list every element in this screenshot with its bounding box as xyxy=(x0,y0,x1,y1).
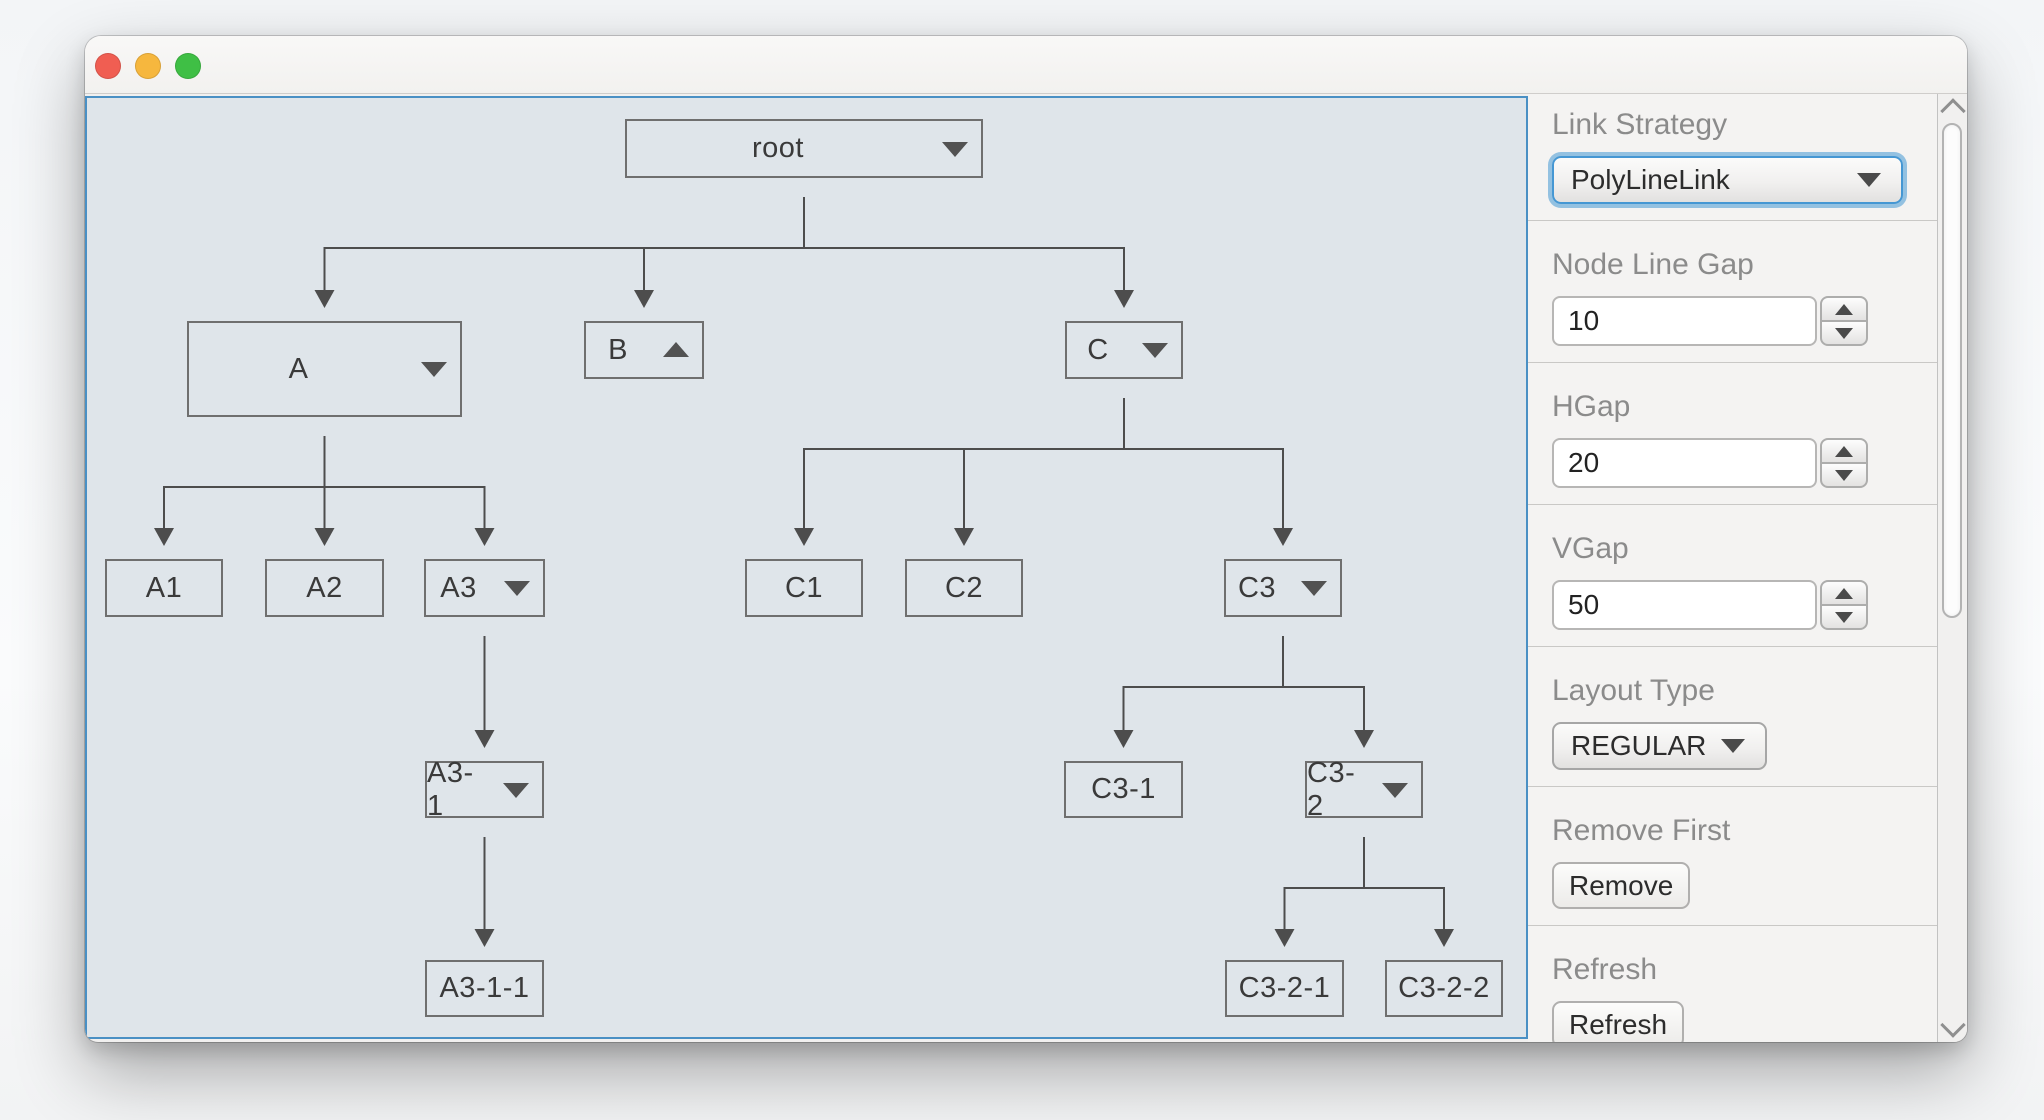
stepper-down-icon xyxy=(1835,469,1853,481)
tree-node-label: C3 xyxy=(1237,571,1277,604)
chevron-down-icon[interactable] xyxy=(1940,1012,1966,1038)
link-strategy-value: PolyLineLink xyxy=(1571,164,1730,195)
collapse-toggle-icon[interactable] xyxy=(1382,782,1408,798)
section-hgap: HGap xyxy=(1528,363,1937,505)
stepper-up-button[interactable] xyxy=(1820,438,1868,464)
tree-node-label: C3-2 xyxy=(1307,756,1356,822)
vgap-stepper xyxy=(1820,580,1868,630)
tree-node-C3-2[interactable]: C3-2 xyxy=(1305,757,1423,822)
settings-sidebar: Link Strategy PolyLineLink Node Line Gap xyxy=(1528,94,1937,1042)
vgap-input[interactable] xyxy=(1552,580,1817,630)
tree-node-A3[interactable]: A3 xyxy=(424,559,545,617)
sidebar-scrollbar[interactable] xyxy=(1937,94,1967,1042)
node-line-gap-input[interactable] xyxy=(1552,296,1817,346)
tree-node-label: C3-2-2 xyxy=(1398,972,1490,1004)
tree-node-C3-1[interactable]: C3-1 xyxy=(1064,761,1183,818)
tree-node-A[interactable]: A xyxy=(187,321,462,417)
tree-node-label: C xyxy=(1087,333,1109,366)
section-refresh: Refresh Refresh xyxy=(1528,926,1937,1042)
stepper-up-button[interactable] xyxy=(1820,296,1868,322)
tree-node-label: A3-1 xyxy=(427,756,474,822)
tree-node-C3-2-1[interactable]: C3-2-1 xyxy=(1225,960,1344,1017)
dropdown-arrow-icon xyxy=(1857,173,1881,187)
tree-node-A3-1[interactable]: A3-1 xyxy=(425,757,544,822)
traffic-lights xyxy=(95,53,201,79)
tree-node-label: A3-1-1 xyxy=(439,972,530,1004)
tree-node-C1[interactable]: C1 xyxy=(745,559,863,617)
stepper-up-button[interactable] xyxy=(1820,580,1868,606)
stepper-down-icon xyxy=(1835,611,1853,623)
tree-node-label: B xyxy=(608,333,628,366)
collapse-toggle-icon[interactable] xyxy=(1142,343,1168,358)
expand-toggle-icon[interactable] xyxy=(663,342,689,357)
section-node-line-gap: Node Line Gap xyxy=(1528,221,1937,363)
tree-node-root[interactable]: root xyxy=(625,119,983,178)
hgap-stepper xyxy=(1820,438,1868,488)
tree-node-C2[interactable]: C2 xyxy=(905,559,1023,617)
collapse-toggle-icon[interactable] xyxy=(1301,581,1327,596)
stepper-down-icon xyxy=(1835,327,1853,339)
stepper-up-icon xyxy=(1835,445,1853,457)
stepper-down-button[interactable] xyxy=(1820,604,1868,630)
tree-node-C3[interactable]: C3 xyxy=(1224,559,1342,617)
refresh-button[interactable]: Refresh xyxy=(1552,1001,1685,1042)
scrollbar-thumb[interactable] xyxy=(1942,123,1962,618)
collapse-toggle-icon[interactable] xyxy=(421,362,447,377)
tree-node-label: A xyxy=(288,352,309,385)
hgap-label: HGap xyxy=(1552,390,1631,423)
remove-button[interactable]: Remove xyxy=(1552,862,1691,909)
tree-node-C[interactable]: C xyxy=(1065,321,1183,379)
chevron-up-icon[interactable] xyxy=(1940,98,1966,124)
title-bar[interactable] xyxy=(85,36,1967,94)
close-button[interactable] xyxy=(95,53,121,79)
link-strategy-label: Link Strategy xyxy=(1552,108,1728,141)
collapse-toggle-icon[interactable] xyxy=(503,782,529,798)
stepper-down-button[interactable] xyxy=(1820,462,1868,488)
layout-type-label: Layout Type xyxy=(1552,674,1715,707)
tree-node-label: C3-1 xyxy=(1091,773,1156,805)
section-layout-type: Layout Type REGULAR xyxy=(1528,647,1937,787)
section-remove-first: Remove First Remove xyxy=(1528,787,1937,926)
stepper-down-button[interactable] xyxy=(1820,320,1868,346)
stepper-up-icon xyxy=(1835,303,1853,315)
tree-node-label: A3 xyxy=(440,571,477,604)
tree-node-A2[interactable]: A2 xyxy=(265,559,384,617)
tree-edges-layer xyxy=(154,197,1454,947)
link-strategy-select[interactable]: PolyLineLink xyxy=(1552,156,1903,204)
minimize-button[interactable] xyxy=(135,53,161,79)
stepper-up-icon xyxy=(1835,587,1853,599)
refresh-label: Refresh xyxy=(1552,953,1658,986)
section-vgap: VGap xyxy=(1528,505,1937,647)
tree-node-label: C1 xyxy=(784,571,824,604)
tree-node-A3-1-1[interactable]: A3-1-1 xyxy=(425,960,544,1017)
section-link-strategy: Link Strategy PolyLineLink xyxy=(1528,94,1937,221)
collapse-toggle-icon[interactable] xyxy=(504,581,530,596)
tree-node-C3-2-2[interactable]: C3-2-2 xyxy=(1385,960,1503,1017)
tree-node-label: root xyxy=(752,132,804,164)
zoom-button[interactable] xyxy=(175,53,201,79)
remove-first-label: Remove First xyxy=(1552,814,1731,847)
tree-node-label: C2 xyxy=(944,571,984,604)
tree-node-A1[interactable]: A1 xyxy=(105,559,223,617)
node-line-gap-stepper xyxy=(1820,296,1868,346)
tree-node-B[interactable]: B xyxy=(584,321,704,379)
node-line-gap-label: Node Line Gap xyxy=(1552,248,1754,281)
tree-node-label: A2 xyxy=(306,571,343,604)
layout-type-value: REGULAR xyxy=(1571,730,1707,761)
collapse-toggle-icon[interactable] xyxy=(942,141,968,157)
vgap-label: VGap xyxy=(1552,532,1629,565)
hgap-input[interactable] xyxy=(1552,438,1817,488)
layout-type-select[interactable]: REGULAR xyxy=(1552,722,1767,770)
dropdown-arrow-icon xyxy=(1721,739,1745,753)
tree-node-label: C3-2-1 xyxy=(1238,972,1331,1004)
tree-node-label: A1 xyxy=(145,571,183,604)
